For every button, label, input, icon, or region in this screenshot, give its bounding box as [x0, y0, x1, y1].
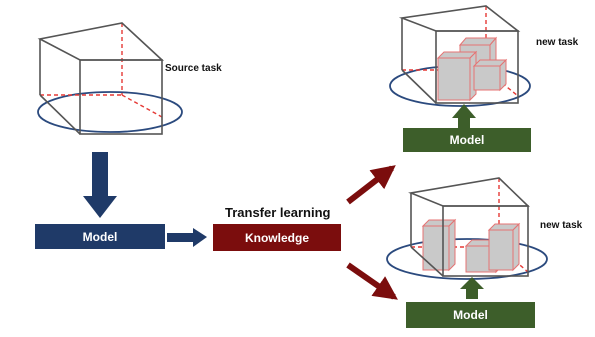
source-model-box: Model: [35, 224, 165, 249]
target-model-box-top: Model: [403, 128, 531, 152]
new-task-label-top: new task: [536, 37, 579, 48]
top-blocks: [436, 36, 508, 102]
arrow-up-right-icon: [346, 165, 396, 205]
up-arrow-icon-bottom: [460, 277, 484, 299]
knowledge-box: Knowledge: [213, 224, 341, 251]
source-task-label: Source task: [165, 63, 222, 74]
bottom-blocks: [421, 218, 521, 274]
new-task-cube-bottom: [386, 177, 548, 280]
new-task-cube-top: [389, 5, 531, 107]
up-arrow-icon-top: [452, 104, 476, 128]
arrow-down-right-icon: [346, 262, 398, 300]
bottom-ring: [386, 238, 548, 280]
down-arrow-icon: [83, 152, 117, 218]
new-task-label-bottom: new task: [540, 220, 583, 231]
source-task-cube: [37, 22, 183, 135]
source-ring: [37, 91, 183, 133]
right-arrow-icon: [167, 228, 207, 247]
target-model-box-bottom: Model: [406, 302, 535, 328]
transfer-learning-label: Transfer learning: [225, 205, 331, 220]
